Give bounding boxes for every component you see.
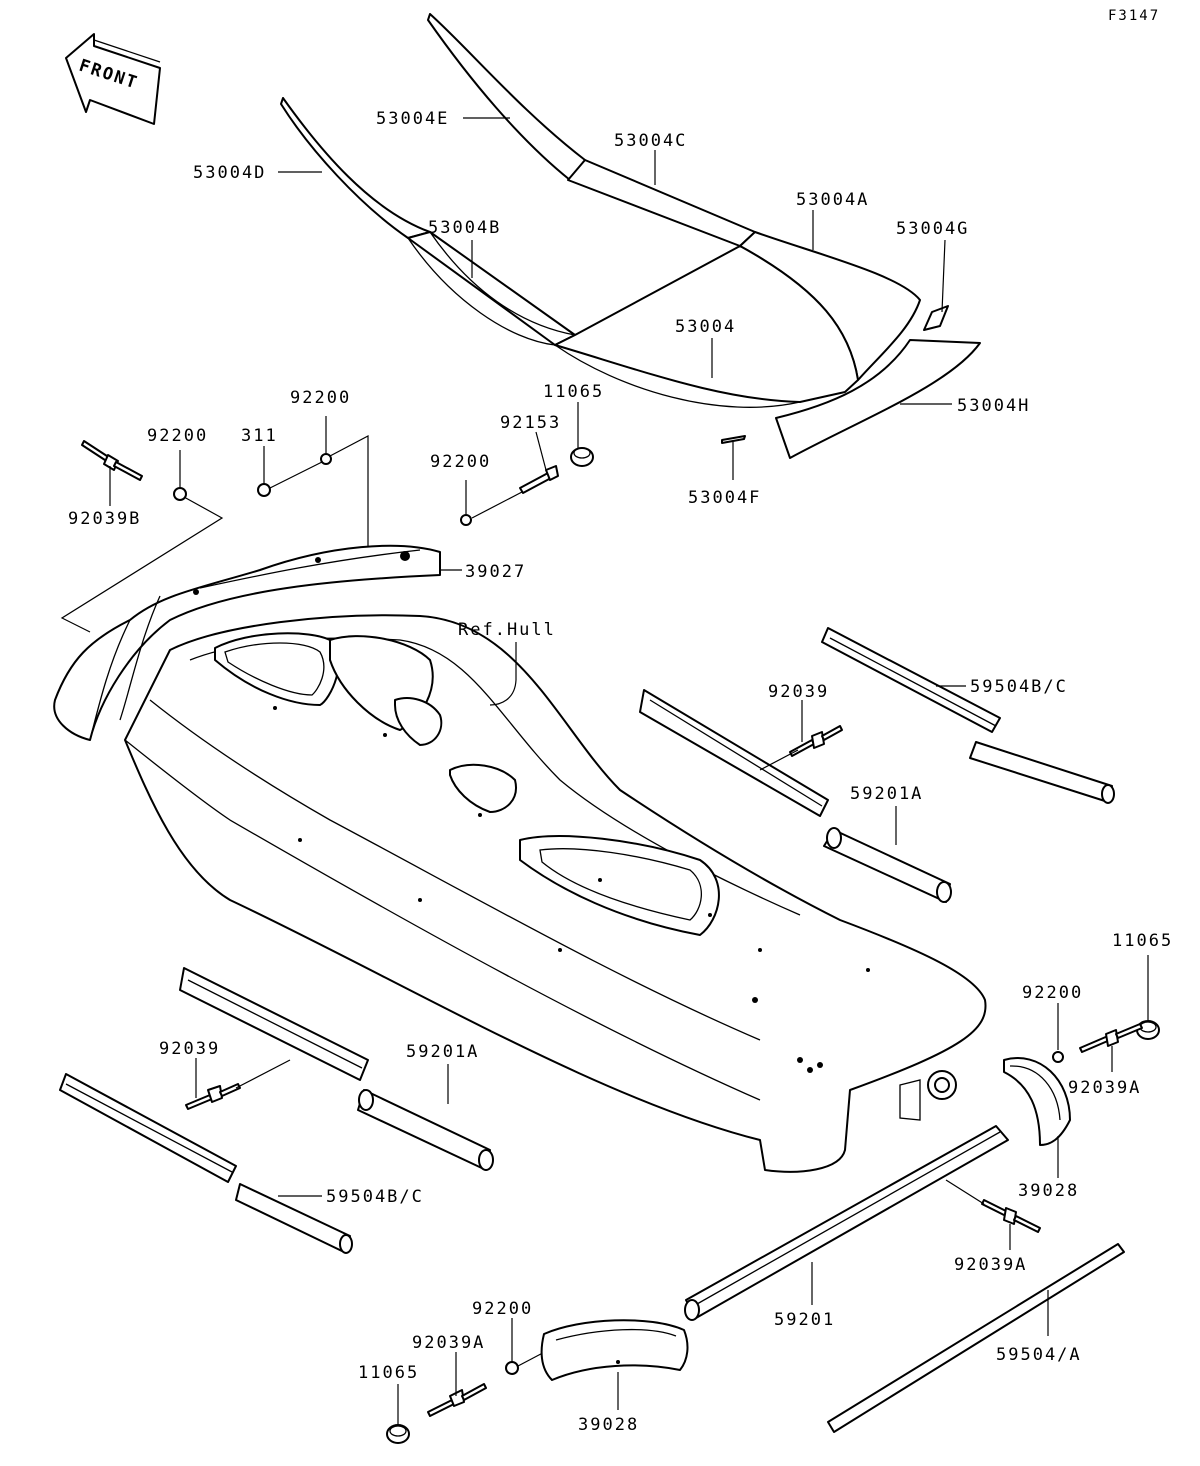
rivet-92039-right [789, 725, 843, 757]
label-53004: 53004 [675, 317, 736, 337]
label-92200-center: 92200 [430, 452, 491, 472]
front-arrow-icon: FRONT [65, 33, 161, 125]
washer-92200-left [173, 487, 187, 501]
label-53004A: 53004A [796, 190, 869, 210]
label-59201A-left: 59201A [406, 1042, 479, 1062]
label-39028-right: 39028 [1018, 1181, 1079, 1201]
label-311: 311 [241, 426, 278, 446]
seat-mat-53004C [567, 159, 756, 247]
label-92039A-right-lower: 92039A [954, 1255, 1027, 1275]
label-92039A-bottom: 92039A [412, 1333, 485, 1353]
nut-311 [257, 483, 271, 497]
rivet-92039-left [185, 1083, 241, 1110]
label-11065-bottom: 11065 [358, 1363, 419, 1383]
label-59504A: 59504/A [996, 1345, 1082, 1365]
rail-59504BC-left-lower [235, 1183, 353, 1254]
label-11065-right: 11065 [1112, 931, 1173, 951]
rail-59504A [827, 1243, 1125, 1433]
label-92039B: 92039B [68, 509, 141, 529]
rivet-92039A-right-upper [1079, 1023, 1143, 1053]
label-53004B: 53004B [428, 218, 501, 238]
bumper-39027 [53, 544, 441, 741]
corner-39028-right [1003, 1057, 1071, 1146]
seat-mat-53004E [427, 13, 586, 181]
washer-92200-upper [320, 453, 332, 465]
seat-mat-53004F [721, 435, 746, 444]
washer-92200-bottom [505, 1361, 519, 1375]
label-39028-bottom: 39028 [578, 1415, 639, 1435]
label-92200-upper: 92200 [290, 388, 351, 408]
rivet-92039B [81, 440, 143, 481]
washer-92200-center [460, 514, 472, 526]
label-92200-bottom: 92200 [472, 1299, 533, 1319]
grommet-11065-top [570, 447, 594, 467]
rivet-92039A-bottom [427, 1383, 487, 1417]
rail-59504BC-left-upper [59, 1073, 237, 1183]
rivet-92039A-right-lower [981, 1199, 1041, 1233]
label-59504BC-right: 59504B/C [970, 677, 1068, 697]
label-53004H: 53004H [957, 396, 1030, 416]
seat-mat-53004H [775, 339, 981, 459]
rail-59504BC-right-lower [969, 741, 1115, 804]
label-92039-left: 92039 [159, 1039, 220, 1059]
diagram-code: F3147 [1108, 8, 1160, 24]
seat-mat-53004G [923, 305, 949, 331]
rail-59201A-right-upper [639, 689, 829, 817]
label-53004E: 53004E [376, 109, 449, 129]
label-ref-hull: Ref.Hull [458, 620, 556, 640]
label-53004F: 53004F [688, 488, 761, 508]
label-92200-left: 92200 [147, 426, 208, 446]
label-92200-right: 92200 [1022, 983, 1083, 1003]
rail-59201 [684, 1125, 1009, 1321]
label-92039-right: 92039 [768, 682, 829, 702]
grommet-11065-bottom [386, 1424, 410, 1444]
corner-39028-bottom [540, 1319, 689, 1381]
hull-ref [124, 614, 987, 1173]
label-53004C: 53004C [614, 131, 687, 151]
rail-59504BC-right-upper [821, 627, 1001, 733]
rail-59201A-left-lower [357, 1089, 494, 1171]
rail-59201A-right-lower [823, 827, 952, 903]
label-59201A-right: 59201A [850, 784, 923, 804]
label-53004G: 53004G [896, 219, 969, 239]
label-92153: 92153 [500, 413, 561, 433]
label-39027: 39027 [465, 562, 526, 582]
washer-92200-right [1052, 1051, 1064, 1063]
label-92039A-right-upper: 92039A [1068, 1078, 1141, 1098]
bolt-92153 [519, 465, 559, 494]
rail-59201A-left-upper [179, 967, 369, 1081]
label-53004D: 53004D [193, 163, 266, 183]
label-59201: 59201 [774, 1310, 835, 1330]
label-59504BC-left: 59504B/C [326, 1187, 424, 1207]
label-11065-top: 11065 [543, 382, 604, 402]
